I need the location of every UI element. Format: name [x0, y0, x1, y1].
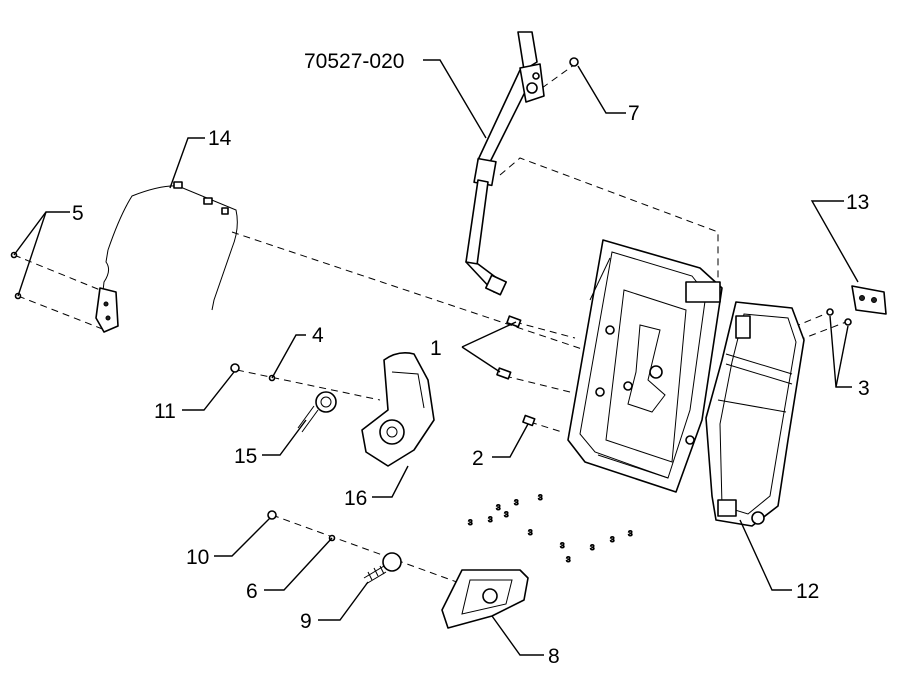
callout-70527-020: 70527-020 — [304, 50, 404, 73]
svg-text:ɜ: ɜ — [560, 540, 565, 551]
clips-set: ɜ ɜ ɜ ɜ ɜ ɜ ɜ ɜ ɜ ɜ ɜ ɜ — [468, 492, 634, 566]
recliner-spring-15 — [297, 391, 337, 433]
lower-cover-8 — [441, 569, 529, 629]
bolt-2 — [522, 414, 536, 427]
callout-16: 16 — [344, 487, 367, 510]
bracket-5 — [10, 251, 119, 333]
side-frame-12 — [705, 301, 805, 527]
svg-text:ɜ: ɜ — [514, 497, 519, 508]
callout-5: 5 — [72, 202, 84, 225]
svg-text:ɜ: ɜ — [610, 534, 615, 545]
recliner-spring-9 — [363, 552, 402, 585]
svg-text:ɜ: ɜ — [538, 492, 543, 503]
svg-text:ɜ: ɜ — [590, 542, 595, 553]
callout-9: 9 — [300, 610, 312, 633]
callout-2: 2 — [472, 447, 484, 470]
callout-1: 1 — [430, 337, 442, 360]
svg-text:ɜ: ɜ — [468, 517, 473, 528]
wire-harness-14 — [101, 181, 238, 311]
screws-3 — [826, 308, 852, 326]
svg-text:ɜ: ɜ — [496, 502, 501, 513]
svg-text:ɜ: ɜ — [504, 509, 509, 520]
callout-12: 12 — [796, 580, 819, 603]
callout-11: 11 — [154, 400, 176, 423]
screw-7 — [569, 57, 579, 67]
svg-text:ɜ: ɜ — [528, 527, 533, 538]
callout-6: 6 — [246, 580, 258, 603]
callout-7: 7 — [628, 102, 640, 125]
callout-13: 13 — [846, 191, 869, 214]
svg-text:ɜ: ɜ — [566, 554, 571, 565]
svg-text:ɜ: ɜ — [488, 514, 493, 525]
svg-text:ɜ: ɜ — [628, 528, 633, 539]
callout-14: 14 — [208, 127, 232, 150]
callout-4: 4 — [312, 324, 324, 347]
callout-10: 10 — [186, 546, 209, 569]
side-cover-16 — [361, 352, 435, 467]
seat-back-frame — [567, 239, 723, 493]
washer-11 — [230, 363, 240, 373]
callout-3: 3 — [858, 377, 870, 400]
callout-15: 15 — [234, 445, 257, 468]
leader-lines — [13, 59, 859, 656]
callout-8: 8 — [548, 645, 560, 668]
washer-10 — [267, 510, 277, 520]
seat-belt-assembly — [465, 31, 545, 296]
bracket-13 — [851, 285, 887, 315]
callout-labels: 70527-020 14 5 7 13 4 1 3 11 15 2 16 10 … — [72, 50, 870, 668]
